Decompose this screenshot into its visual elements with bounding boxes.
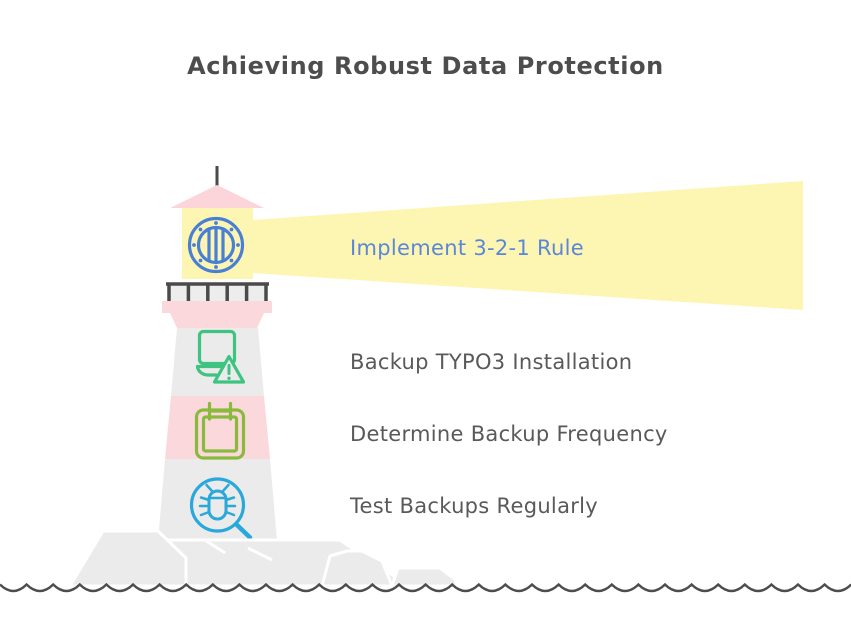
gallery-railing [166,282,269,301]
tower-section-3 [158,459,277,541]
laptop-warning-icon [195,329,246,384]
collar-band [162,301,272,313]
step-label-test-backups-regularly: Test Backups Regularly [350,494,599,518]
collar-taper [170,313,264,328]
porthole-icon [187,216,245,274]
light-beam [253,181,803,310]
step-label-backup-typo3-installation: Backup TYPO3 Installation [350,350,633,374]
calendar-icon [194,401,246,460]
lighthouse-roof [170,185,264,208]
page-title: Achieving Robust Data Protection [187,52,664,80]
bug-search-icon [189,477,253,540]
waves [0,582,851,593]
step-label-determine-backup-frequency: Determine Backup Frequency [350,422,668,446]
step-label-implement-321-rule: Implement 3-2-1 Rule [350,236,584,260]
rocks [68,529,458,588]
